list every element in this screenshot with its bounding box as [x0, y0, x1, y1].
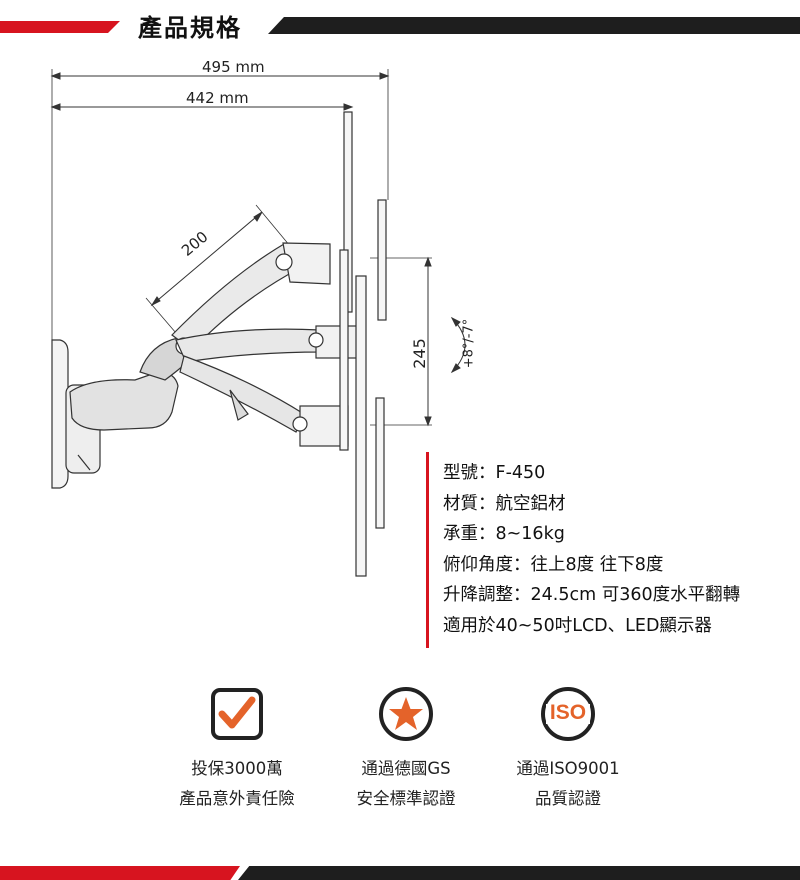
- feature-gs-line2: 安全標準認證: [356, 789, 456, 808]
- lower-arm: [179, 355, 349, 447]
- feature-iso-line2: 品質認證: [535, 789, 601, 808]
- dim-tilt-label: +8°/-7°: [461, 318, 477, 369]
- arrow-head: [424, 416, 432, 427]
- product-drawing: [50, 69, 466, 577]
- feature-insurance-line1: 投保3000萬: [191, 759, 283, 778]
- feature-insurance-line2: 產品意外責任險: [179, 789, 295, 808]
- arrow-head: [50, 103, 61, 111]
- spec-compatibility: 適用於40~50吋LCD、LED顯示器: [443, 615, 712, 636]
- footer-red-bar: [0, 866, 240, 880]
- header-red-bar: [0, 21, 120, 33]
- base-arm: [69, 337, 191, 431]
- arrow-head: [343, 103, 354, 111]
- feature-insurance: 投保3000萬 產品意外責任險: [137, 686, 337, 814]
- middle-arm: [175, 325, 363, 363]
- footer-dark-bar: [238, 866, 800, 880]
- arrow-head: [50, 72, 61, 80]
- spec-load: 承重：8~16kg: [443, 524, 565, 544]
- header-dark-bar: [268, 17, 800, 34]
- arrow-head: [253, 211, 263, 222]
- arm-dim-ext: [255, 204, 291, 247]
- page-title: 產品規格: [138, 14, 242, 42]
- vesa-plates: [339, 111, 387, 577]
- arrow-head: [379, 72, 390, 80]
- feature-iso-cert: ISO 通過ISO9001 品質認證: [468, 686, 668, 814]
- spec-list: 型號：F-450 材質：航空鋁材 承重：8~16kg 俯仰角度：往上8度 往下8…: [443, 458, 740, 641]
- arrow-head: [450, 363, 461, 374]
- spec-tilt: 俯仰角度：往上8度 往下8度: [443, 554, 664, 575]
- feature-gs-line1: 通過德國GS: [361, 759, 451, 778]
- arm-dim-line: [151, 211, 263, 306]
- dim-depth-max-label: 495 mm: [202, 58, 265, 76]
- spec-material: 材質：航空鋁材: [443, 493, 566, 514]
- star-icon: [378, 686, 434, 742]
- feature-iso-line1: 通過ISO9001: [516, 759, 620, 778]
- dim-height-label: 245: [409, 338, 429, 369]
- dim-depth-min-label: 442 mm: [186, 89, 249, 107]
- arrow-head: [150, 296, 161, 307]
- spec-model: 型號：F-450: [443, 463, 546, 483]
- arrow-head: [450, 316, 461, 327]
- arrow-head: [424, 256, 432, 267]
- iso-icon: ISO: [540, 686, 596, 742]
- spec-height-rotation: 升降調整：24.5cm 可360度水平翻轉: [443, 585, 741, 605]
- specs-accent-bar: [426, 452, 429, 648]
- iso-badge-text: ISO: [549, 701, 587, 724]
- feature-gs-cert: 通過德國GS 安全標準認證: [306, 686, 506, 814]
- checkmark-icon: [209, 686, 265, 742]
